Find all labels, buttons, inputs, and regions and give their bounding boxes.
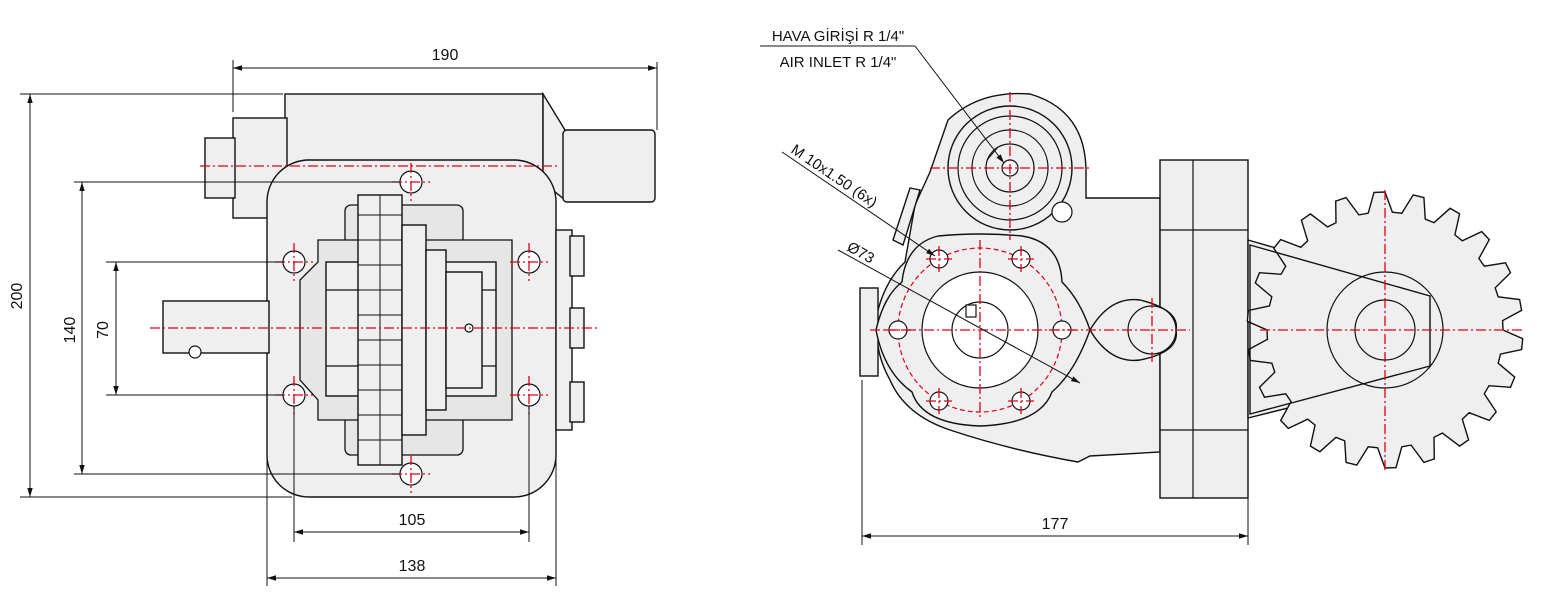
- air-fitting-stub: [204, 137, 236, 199]
- shaft-key: [965, 304, 977, 318]
- hub: [401, 224, 427, 436]
- dim-70: 70: [95, 261, 283, 396]
- thread-spec-label: M 10x1.50 (6x): [788, 141, 880, 211]
- fitting-bottom: [569, 381, 585, 423]
- air-inlet-label-en: AIR INLET R 1/4": [780, 54, 897, 71]
- dim-shaft-span: 70: [95, 321, 112, 339]
- front-view: 190 200 140 70 105: [9, 47, 658, 586]
- arm-overlay: [1249, 244, 1431, 415]
- side-face-plate: [859, 287, 879, 377]
- gear-teeth: [358, 195, 402, 465]
- dim-200: 200: [9, 93, 292, 498]
- dim-overall-height: 200: [9, 283, 26, 310]
- dim-bolt-vertical: 140: [62, 317, 79, 344]
- output-shaft: [562, 129, 656, 203]
- side-centerlines: [870, 92, 1525, 470]
- dim-138: 138: [266, 420, 557, 586]
- dim-overall-width: 190: [432, 47, 459, 64]
- dim-190: 190: [232, 47, 658, 130]
- small-boss: [1051, 201, 1073, 223]
- shaft-spline: [445, 271, 483, 389]
- dim-105: 105: [293, 406, 530, 542]
- dim-flange-width: 138: [399, 558, 426, 575]
- shaft-pin: [188, 345, 202, 359]
- side-tab: [892, 187, 921, 246]
- dim-177: 177: [861, 380, 1249, 545]
- fitting-top: [569, 235, 585, 277]
- input-shaft: [162, 300, 270, 354]
- side-view: HAVA GİRİŞİ R 1/4" AIR INLET R 1/4" M 10…: [760, 27, 1525, 545]
- dim-140: 140: [62, 181, 400, 475]
- air-inlet-label-tr: HAVA GİRİŞİ R 1/4": [772, 27, 904, 45]
- air-inlet-callout: HAVA GİRİŞİ R 1/4" AIR INLET R 1/4": [760, 27, 1005, 164]
- dim-side-length: 177: [1042, 516, 1069, 533]
- hub-inner: [425, 249, 447, 411]
- dim-bolt-horizontal: 105: [399, 512, 426, 529]
